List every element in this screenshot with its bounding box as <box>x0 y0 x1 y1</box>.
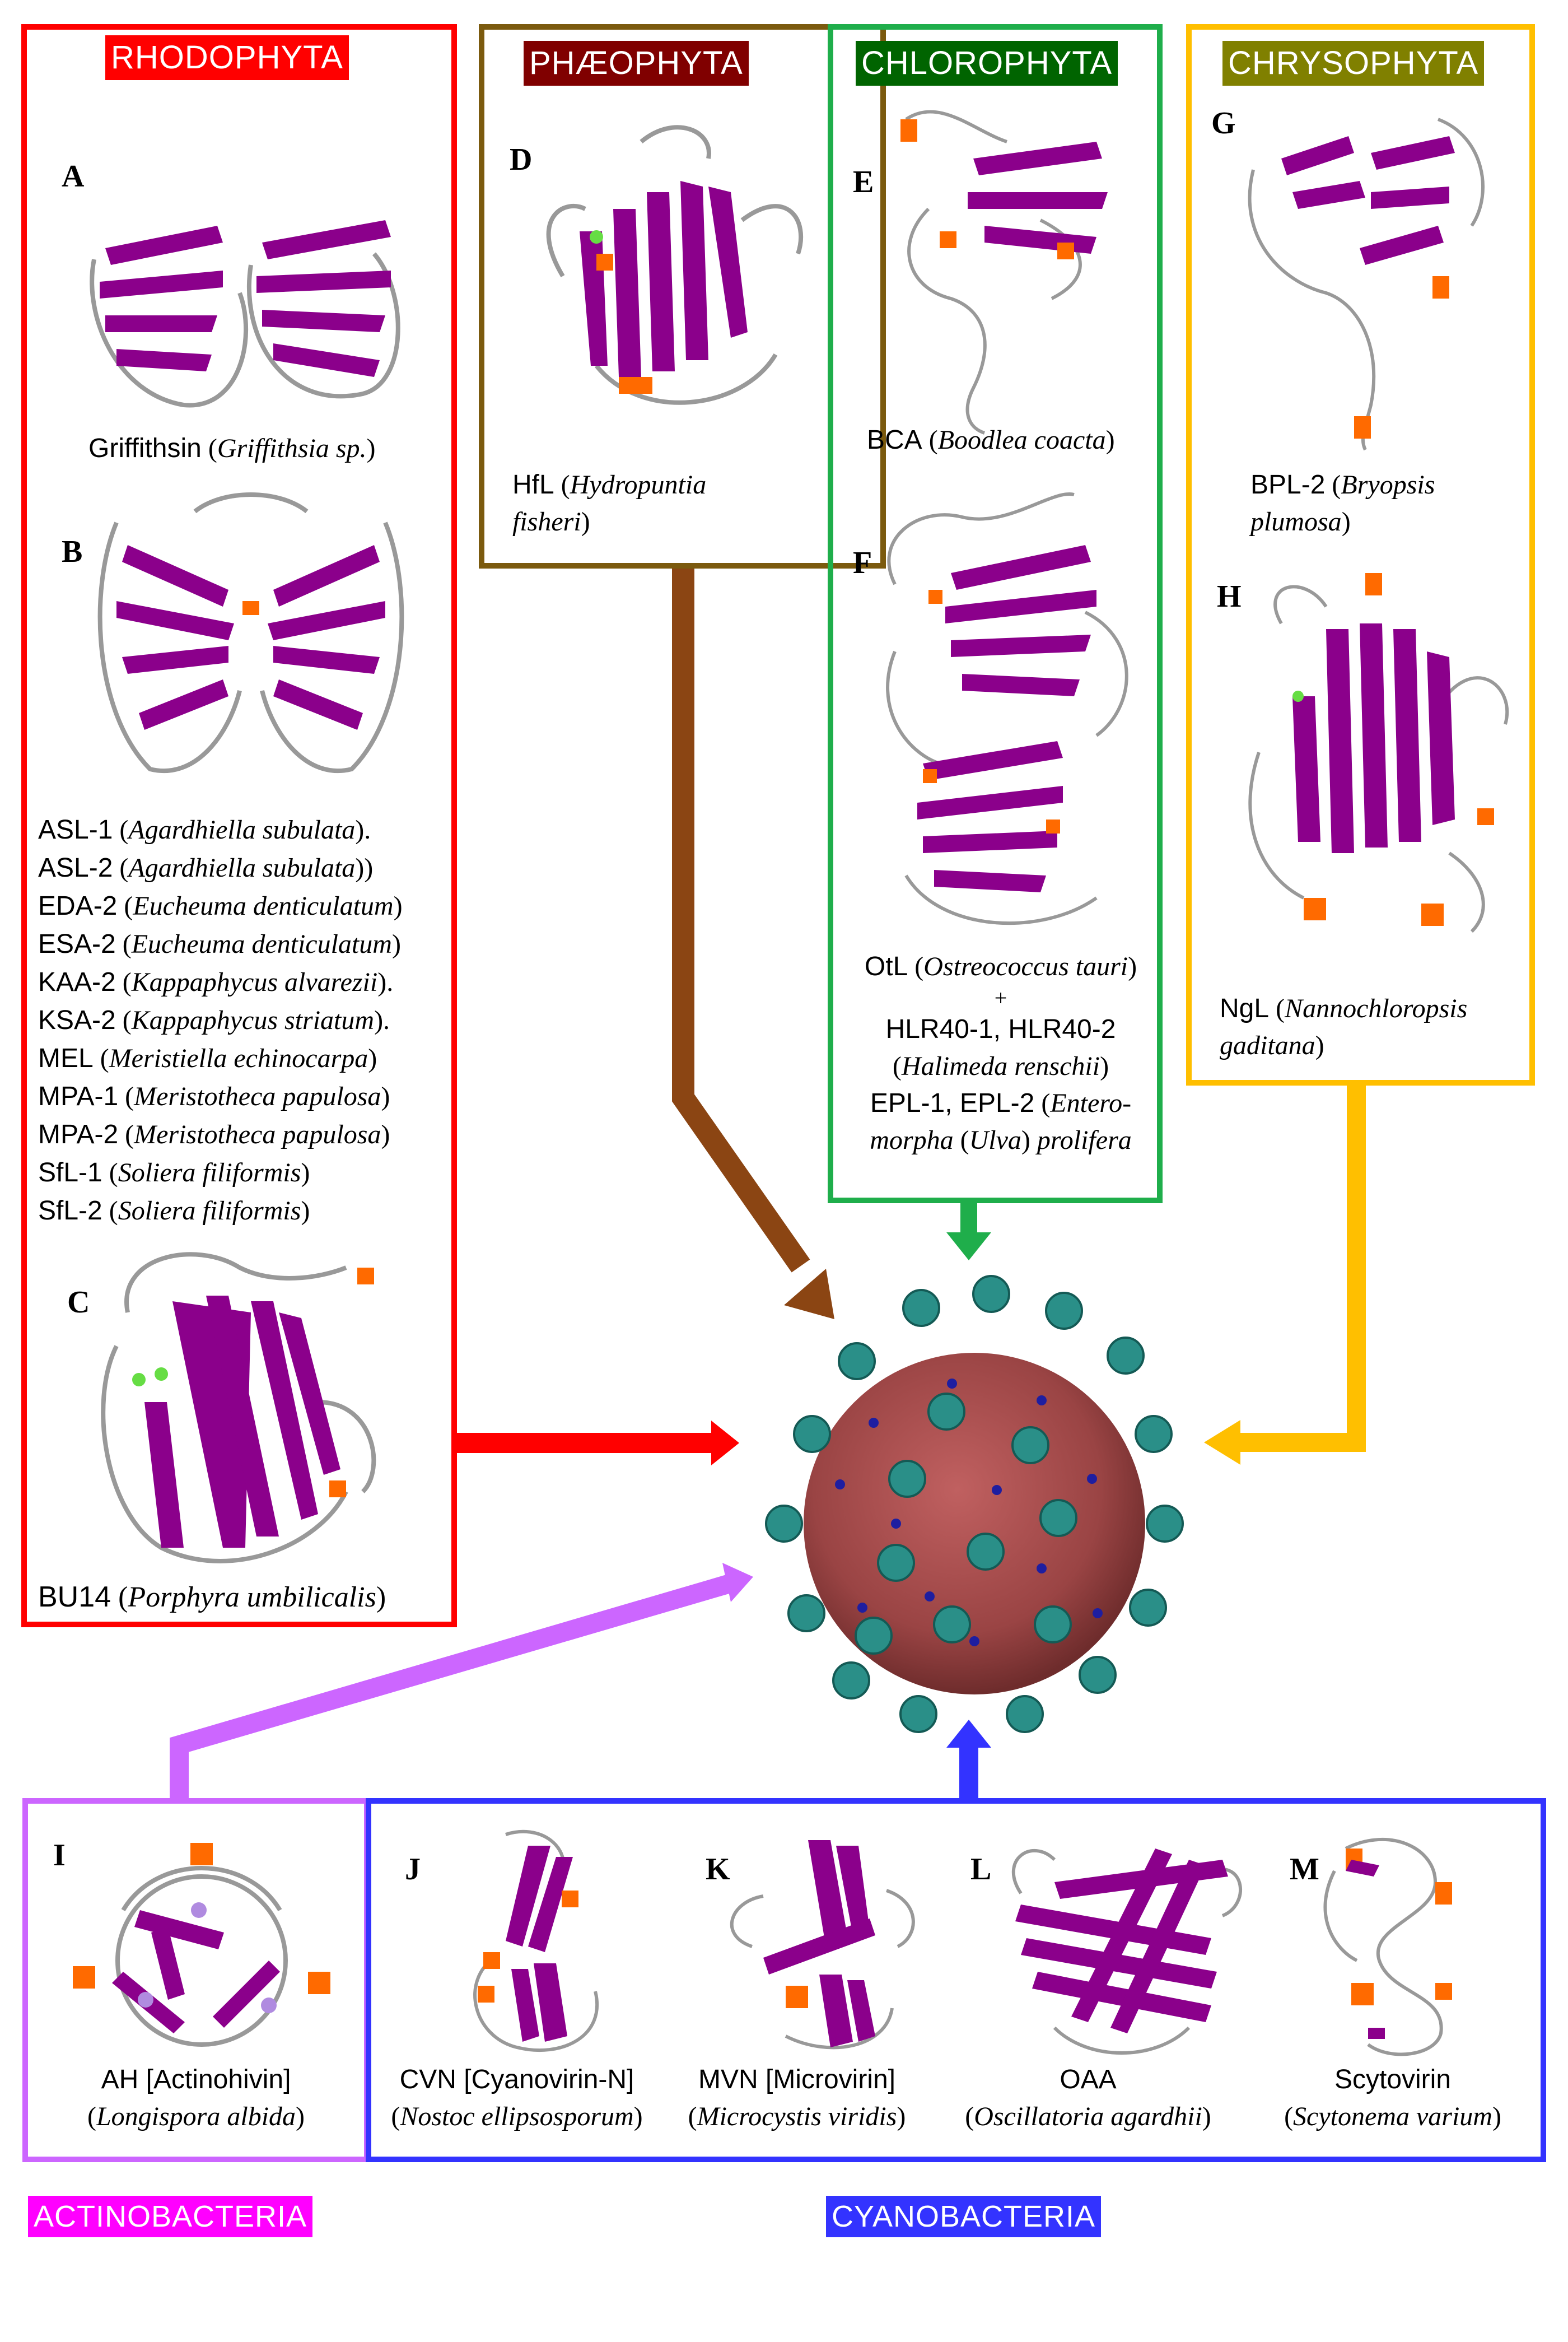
letter-i: I <box>53 1838 66 1873</box>
panel-chrysophyta: CHRYSOPHYTA G BPL-2 (Bryopsis plumosa) H… <box>1186 24 1535 1086</box>
structure-actinohivin <box>73 1843 330 2047</box>
species-porphyra: Porphyra umbilicalis <box>128 1581 376 1613</box>
structure-oaa <box>1012 1849 1242 2055</box>
entry-sfl-2: SfL-2 (Soliera filiformis) <box>38 1196 310 1226</box>
caption-d: HfL (Hydropuntia fisheri) <box>512 470 707 537</box>
letter-m: M <box>1290 1852 1319 1887</box>
panel-rhodophyta: RHODOPHYTA A Griffithsin (Griffithsia sp… <box>21 24 457 1627</box>
letter-g: G <box>1211 106 1236 141</box>
entry-asl-2: ASL-2 (Agardhiella subulata)) <box>38 853 374 883</box>
caption-e: BCA (Boodlea coacta) <box>867 425 1115 455</box>
letter-f: F <box>853 546 872 580</box>
structure-bpl2 <box>1248 118 1485 451</box>
caption-i: AH [Actinohivin] (Longispora albida) <box>28 2061 364 2135</box>
letter-e: E <box>853 165 874 199</box>
caption-k: MVN [Microvirin] (Microcystis viridis) <box>662 2061 931 2135</box>
caption-m: Scytovirin (Scytonema varium) <box>1245 2061 1541 2135</box>
panel-actinobacteria: I AH [Actinohivin] (Longispora albida) <box>22 1798 370 2162</box>
structure-scytovirin <box>1323 1838 1452 2056</box>
label-phaeophyta: PHÆOPHYTA <box>524 41 749 86</box>
protein-name-oaa: OAA <box>1060 2065 1117 2094</box>
structure-otl <box>886 492 1128 925</box>
entry-mpa-2: MPA-2 (Meristotheca papulosa) <box>38 1120 390 1149</box>
caption-f: OtL (Ostreococcus tauri) + HLR40-1, HLR4… <box>839 948 1163 1159</box>
arrow-chrysophyta <box>1204 1081 1366 1465</box>
protein-name-hlr40: HLR40-1, HLR40-2 <box>885 1014 1116 1044</box>
protein-name-otl: OtL <box>864 952 908 981</box>
structure-griffithsin <box>90 220 400 408</box>
species-longispora: Longispora albida <box>96 2102 296 2131</box>
arrow-actinobacteria <box>170 1563 753 1798</box>
protein-name-mvn: MVN [Microvirin] <box>698 2065 895 2094</box>
letter-c: C <box>67 1285 90 1320</box>
arrow-rhodophyta <box>452 1421 739 1465</box>
letter-k: K <box>706 1852 730 1887</box>
protein-name-epl: EPL-1, EPL-2 <box>870 1088 1035 1118</box>
caption-a: Griffithsin (Griffithsia sp.) <box>88 434 376 463</box>
letter-d: D <box>510 142 533 177</box>
structure-oaah-family <box>97 492 404 774</box>
label-chrysophyta: CHRYSOPHYTA <box>1222 41 1485 86</box>
virus-particle <box>765 1275 1184 1733</box>
label-cyanobacteria: CYANOBACTERIA <box>826 2196 1102 2237</box>
label-rhodophyta: RHODOPHYTA <box>105 35 349 80</box>
structure-bca <box>900 110 1108 435</box>
panel-phaeophyta: PHÆOPHYTA D HfL (Hydropuntia fisheri) <box>479 24 886 569</box>
arrow-cyanobacteria <box>946 1720 991 1799</box>
protein-name-actinohivin: AH [Actinohivin] <box>101 2065 291 2094</box>
letter-b: B <box>62 534 83 569</box>
entry-ksa-2: KSA-2 (Kappaphycus striatum). <box>38 1005 390 1035</box>
entry-asl-1: ASL-1 (Agardhiella subulata). <box>38 815 371 845</box>
plus-sign: + <box>994 985 1007 1011</box>
protein-name-griffithsin: Griffithsin <box>88 434 202 463</box>
protein-name-bpl2: BPL-2 <box>1250 470 1326 500</box>
entry-sfl-1: SfL-1 (Soliera filiformis) <box>38 1158 310 1188</box>
entry-kaa-2: KAA-2 (Kappaphycus alvarezii). <box>38 967 394 997</box>
protein-name-ngl: NgL <box>1220 994 1270 1023</box>
structure-mvn <box>730 1840 915 2050</box>
caption-h: NgL (Nannochloropsis gaditana) <box>1220 994 1468 1060</box>
letter-j: J <box>405 1852 421 1887</box>
entry-esa-2: ESA-2 (Eucheuma denticulatum) <box>38 929 401 959</box>
arrow-chlorophyta <box>946 1199 991 1260</box>
letter-a: A <box>62 159 85 194</box>
entry-eda-2: EDA-2 (Eucheuma denticulatum) <box>38 891 403 921</box>
protein-name-bca: BCA <box>867 425 922 455</box>
structure-cvn <box>473 1829 599 2052</box>
label-chlorophyta: CHLOROPHYTA <box>856 41 1118 86</box>
species-fisheri: fisheri <box>512 507 581 537</box>
caption-b-list: ASL-1 (Agardhiella subulata). ASL-2 (Aga… <box>38 811 403 1230</box>
caption-c: BU14 (Porphyra umbilicalis) <box>38 1581 386 1613</box>
caption-l: OAA (Oscillatoria agardhii) <box>931 2061 1245 2135</box>
panel-cyanobacteria: J CVN [Cyanovirin-N] (Nostoc ellipsospor… <box>366 1798 1546 2162</box>
letter-h: H <box>1217 579 1242 614</box>
label-actinobacteria: ACTINOBACTERIA <box>28 2196 313 2237</box>
protein-name-bu14: BU14 <box>38 1581 111 1613</box>
structure-ngl <box>1248 573 1509 933</box>
protein-name-hfl: HfL <box>512 470 554 500</box>
species-hydropuntia: Hydropuntia <box>570 470 707 500</box>
caption-g: BPL-2 (Bryopsis plumosa) <box>1250 470 1435 537</box>
species-boodlea: Boodlea coacta <box>937 425 1106 455</box>
protein-name-cvn: CVN [Cyanovirin-N] <box>399 2065 634 2094</box>
arrow-phaeophyta <box>672 566 834 1319</box>
protein-name-scytovirin: Scytovirin <box>1334 2065 1452 2094</box>
structure-hfl <box>546 125 804 405</box>
entry-mpa-1: MPA-1 (Meristotheca papulosa) <box>38 1082 390 1111</box>
species-griffithsia: Griffithsia sp. <box>217 434 367 463</box>
letter-l: L <box>970 1852 992 1887</box>
panel-chlorophyta: CHLOROPHYTA E BCA (Boodlea coacta) F OtL… <box>828 24 1163 1203</box>
entry-mel: MEL (Meristiella echinocarpa) <box>38 1044 377 1073</box>
caption-j: CVN [Cyanovirin-N] (Nostoc ellipsosporum… <box>371 2061 662 2135</box>
structure-bu14 <box>101 1252 376 1563</box>
